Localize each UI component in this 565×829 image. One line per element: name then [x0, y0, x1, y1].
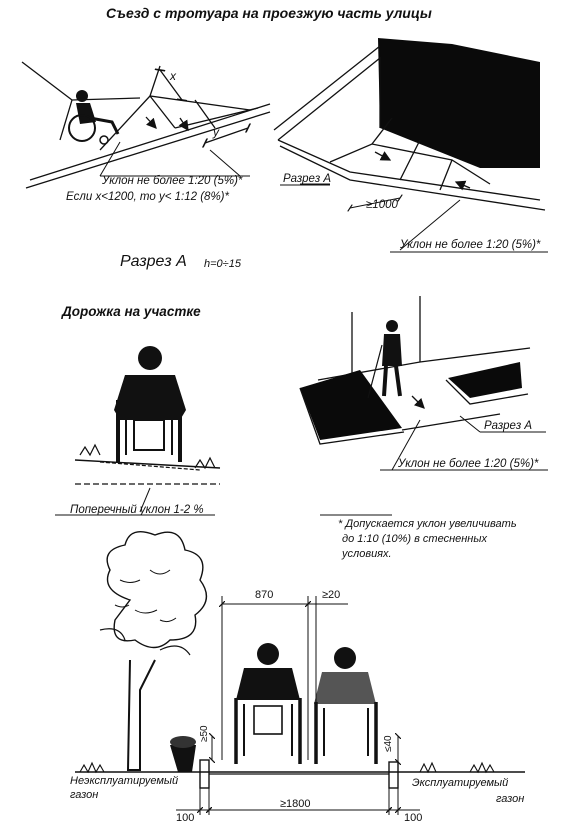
slope-label-left: Уклон не более 1:20 (5%)* [102, 175, 243, 187]
title-site-path: Дорожка на участке [62, 304, 201, 319]
dim-height-40: ≤40 [383, 735, 394, 752]
slope-label-right: Уклон не более 1:20 (5%)* [400, 239, 541, 251]
slope-label-mid: Уклон не более 1:20 (5%)* [398, 458, 539, 470]
cross-slope-label: Поперечный уклон 1-2 % [70, 504, 204, 516]
site-path-drawing [299, 296, 548, 516]
lawn-left-line-2: газон [70, 789, 99, 801]
dim-y-label: y [213, 125, 219, 139]
section-a-height: h=0÷15 [204, 258, 241, 270]
wheelchair-front-figure [55, 346, 221, 516]
dim-right-100: 100 [404, 812, 423, 824]
min-1000-label: ≥1000 [366, 199, 398, 211]
footnote-line-3: условиях. [342, 548, 392, 560]
section-a-title: Разрез А [120, 253, 187, 270]
section-a-label-right: Разрез А [283, 173, 332, 185]
section-a-label-mid: Разрез А [484, 420, 533, 432]
dim-left-100: 100 [176, 812, 195, 824]
dim-height-50: ≥50 [199, 725, 210, 742]
dim-870: 870 [255, 589, 274, 601]
lawn-right-line-2: газон [496, 793, 525, 805]
lawn-left-line-1: Неэксплуатируемый [70, 775, 179, 787]
footnote-line-1: * Допускается уклон увеличивать [338, 518, 517, 530]
dim-x-label: x [170, 69, 176, 83]
curb-ramp-right-drawing [273, 38, 548, 253]
wheelchair-user-figure-top [68, 90, 120, 145]
section-bottom-drawing [75, 531, 525, 815]
condition-label: Если x<1200, то y< 1:12 (8%)* [66, 191, 229, 203]
title-curb-ramp: Съезд с тротуара на проезжую часть улицы [106, 5, 432, 21]
lawn-right-line-1: Эксплуатируемый [412, 777, 509, 789]
dim-gap-20: ≥20 [322, 589, 341, 601]
curb-ramp-left-drawing [21, 61, 271, 189]
footnote-line-2: до 1:10 (10%) в стесненных [342, 533, 487, 545]
dim-path-1800: ≥1800 [280, 798, 311, 810]
